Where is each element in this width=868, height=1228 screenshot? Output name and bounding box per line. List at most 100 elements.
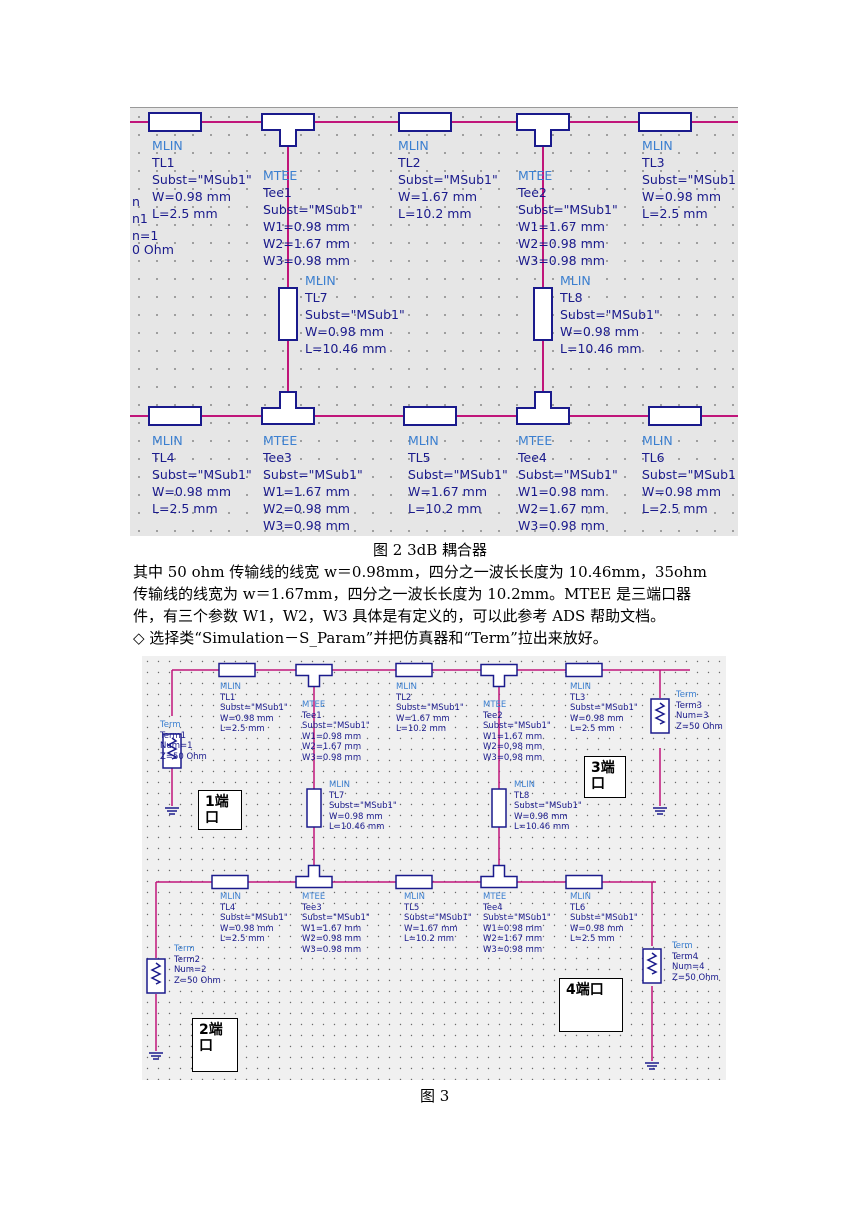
resistor-zigzag [654,702,666,725]
mlin-symbol [278,287,298,341]
component-param-label: Tee2 [483,710,503,721]
component-param-label: Tee1 [302,710,322,721]
ground-icon [645,1062,659,1070]
component-param-label: W1=1.67 mm [263,484,350,499]
component-param-label: W2=0.98 mm [302,934,362,944]
component-param-label: Subst="MSub1 [642,172,736,187]
component-param-label: Tee1 [263,185,292,200]
component-param-label: Subst="MSub1" [398,172,498,187]
component-param-label: Term3 [676,700,703,711]
port-label-box: 4端口 [559,978,623,1032]
bullet-instruction: ◇ 选择类“Simulation－S_Param”并把仿真器和“Term”拉出来… [133,629,608,647]
component-param-label: W3=0.98 mm [302,752,362,763]
paragraph-line-2: 传输线的线宽为 w＝1.67mm，四分之一波长长度为 10.2mm。MTEE 是… [133,585,692,603]
component-param-label: L=10.46 mm [329,822,385,832]
component-param-label: Subst="MSub1" [408,467,508,482]
component-param-label: TL2 [398,155,421,170]
port-label-text: 口 [591,776,605,793]
mlin-symbol [211,874,249,890]
mlin-symbol [148,112,202,132]
component-type-label: MTEE [483,892,507,902]
component-type-label: MTEE [263,168,298,183]
component-param-label: L=2.5 mm [642,206,708,221]
mlin-symbol [533,287,553,341]
component-param-label: W=1.67 mm [404,923,458,934]
mtee-symbol [480,864,518,889]
component-param-label: TL5 [408,450,431,465]
component-param-label: Subst="MSub1" [514,801,582,811]
schematic-1-wiring [130,112,738,532]
component-param-label: W1=1.67 mm [483,731,543,742]
component-param-label: W=0.98 mm [642,189,721,204]
component-param-label: W2=1.67 mm [302,742,362,752]
paragraph-line-3: 件，有三个参数 W1，W2，W3 具体是有定义的，可以此参考 ADS 帮助文档。 [133,607,666,625]
component-param-label: Subst="MSub1" [220,703,288,713]
mtee-symbol [295,663,333,688]
component-param-label: TL6 [642,450,665,465]
component-param-label: W3=0.98 mm [263,518,350,533]
component-param-label: Term1 [160,730,187,741]
component-param-label: Subst="MSub1" [560,307,660,322]
component-param-label: W=0.98 mm [560,324,639,339]
resistor-zigzag [646,952,658,975]
component-param-label: L=2.5 mm [152,206,218,221]
ground-icon [165,807,179,815]
component-param-label: L=10.2 mm [396,724,447,734]
component-type-label: MLIN [152,138,183,153]
component-param-label: Subst="MSub1" [404,913,472,923]
paragraph-line-1: 其中 50 ohm 传输线的线宽 w＝0.98mm，四分之一波长长度为 10.4… [133,563,707,581]
component-param-label: Subst="MSub1" [220,913,288,923]
grid-dots [138,116,734,532]
port-label-text: 口 [199,1038,213,1055]
mlin-symbol [491,788,507,828]
component-type-label: Term [160,720,181,730]
component-param-label: L=10.2 mm [408,501,482,516]
component-param-label: Subst="MSub1" [483,721,551,731]
component-param-label: TL5 [404,902,420,913]
component-type-label: MLIN [514,780,535,790]
component-param-label: Subst="MSub1" [329,801,397,811]
component-type-label: MTEE [302,700,326,710]
component-param-label: W=0.98 mm [642,484,721,499]
component-param-label: W3=0.98 mm [302,944,362,955]
component-param-label: Num=3 [676,711,709,721]
component-type-label: MTEE [302,892,326,902]
component-param-label: W=1.67 mm [396,713,450,724]
mlin-symbol [306,788,322,828]
component-param-label: W1=0.98 mm [302,731,362,742]
component-param-label: Tee2 [518,185,547,200]
resistor-zigzag [150,962,162,985]
component-param-label: W1=0.98 mm [518,484,605,499]
component-param-label: L=2.5 mm [570,724,615,734]
component-param-label: TL8 [514,790,530,801]
component-type-label: MLIN [152,433,183,448]
mlin-symbol [638,112,692,132]
mlin-symbol [395,662,433,678]
component-param-label: TL4 [152,450,175,465]
component-type-label: Term [676,690,697,700]
component-param-label: Subst="MSub1" [518,467,618,482]
mtee-symbol [516,391,570,425]
component-param-label: W2=1.67 mm [483,934,543,944]
component-param-label: Z=50 Ohm [672,972,719,983]
component-param-label: Subst="MSub1" [152,172,252,187]
component-param-label: W3=0.98 mm [483,944,543,955]
component-param-label: Subst="MSub1" [302,913,370,923]
component-param-label: W2=0.98 mm [263,501,350,516]
component-type-label: MLIN [408,433,439,448]
component-param-label: TL7 [305,290,328,305]
component-param-label: W=0.98 mm [152,189,231,204]
component-param-label: W=0.98 mm [152,484,231,499]
component-param-label: Subst="MSub1" [570,703,638,713]
component-param-label: TL8 [560,290,583,305]
component-param-label: Tee4 [518,450,547,465]
component-param-label: TL6 [570,902,586,913]
component-param-label: TL4 [220,902,236,913]
term1-partial-label: 0 Ohm [132,242,174,257]
component-param-label: L=2.5 mm [152,501,218,516]
component-param-label: W=0.98 mm [570,923,624,934]
term1-partial-label: n1 [132,211,148,226]
mtee-symbol [480,663,518,688]
